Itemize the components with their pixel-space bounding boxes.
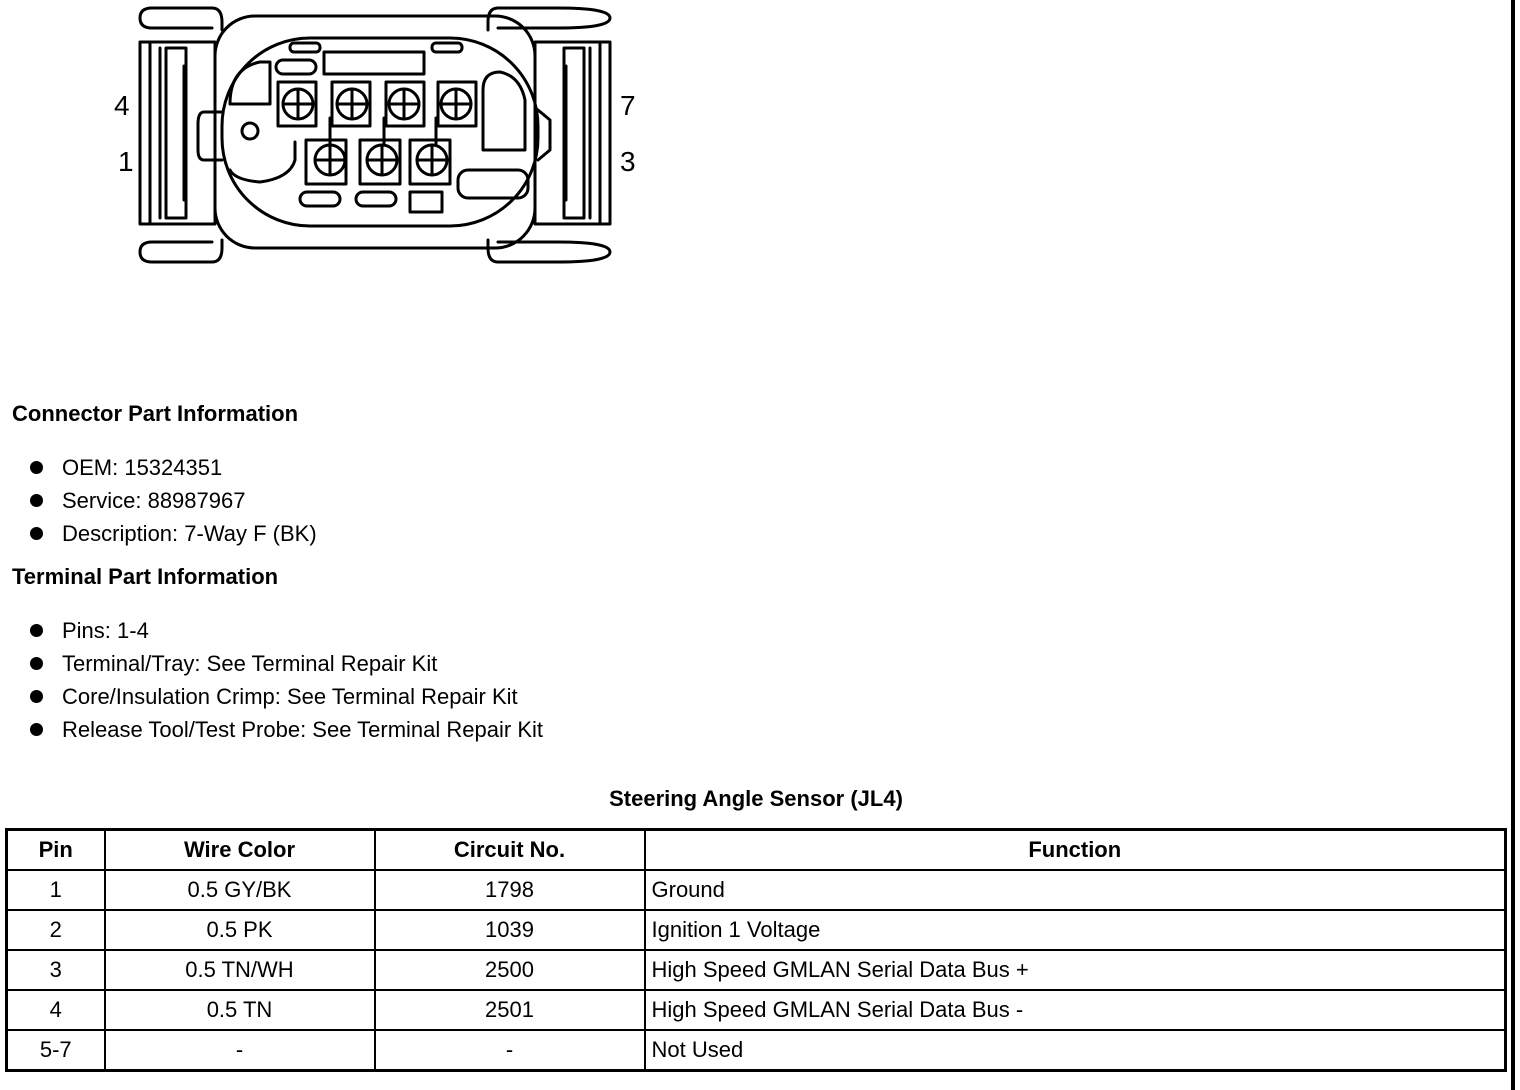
cell-wire-color: 0.5 PK bbox=[103, 909, 376, 951]
pinout-table: Pin Wire Color Circuit No. Function 1 0.… bbox=[5, 828, 1507, 1072]
cell-function: High Speed GMLAN Serial Data Bus + bbox=[643, 949, 1507, 991]
cell-wire-color: - bbox=[103, 1029, 376, 1072]
table-header-row: Pin Wire Color Circuit No. Function bbox=[5, 828, 1507, 871]
table-row: 5-7 - - Not Used bbox=[5, 1029, 1507, 1072]
connector-face-drawing bbox=[138, 6, 612, 264]
cell-function: High Speed GMLAN Serial Data Bus - bbox=[643, 989, 1507, 1031]
cell-circuit-no: 1798 bbox=[373, 869, 646, 911]
bullet-icon bbox=[30, 461, 43, 474]
list-item: Terminal/Tray: See Terminal Repair Kit bbox=[30, 647, 543, 680]
cell-wire-color: 0.5 GY/BK bbox=[103, 869, 376, 911]
cell-wire-color: 0.5 TN bbox=[103, 989, 376, 1031]
cell-function: Not Used bbox=[643, 1029, 1507, 1072]
terminal-part-info-list: Pins: 1-4 Terminal/Tray: See Terminal Re… bbox=[30, 614, 543, 746]
cell-pin: 2 bbox=[5, 909, 106, 951]
table-row: 2 0.5 PK 1039 Ignition 1 Voltage bbox=[5, 909, 1507, 951]
table-row: 3 0.5 TN/WH 2500 High Speed GMLAN Serial… bbox=[5, 949, 1507, 991]
pin-label-7: 7 bbox=[620, 90, 636, 121]
table-row: 4 0.5 TN 2501 High Speed GMLAN Serial Da… bbox=[5, 989, 1507, 1031]
list-item: OEM: 15324351 bbox=[30, 451, 317, 484]
column-header-function: Function bbox=[643, 828, 1507, 871]
cell-circuit-no: 2500 bbox=[373, 949, 646, 991]
cell-circuit-no: 2501 bbox=[373, 989, 646, 1031]
cell-pin: 3 bbox=[5, 949, 106, 991]
cell-function: Ignition 1 Voltage bbox=[643, 909, 1507, 951]
top-terminals bbox=[281, 87, 473, 121]
list-item: Description: 7-Way F (BK) bbox=[30, 517, 317, 550]
cell-circuit-no: - bbox=[373, 1029, 646, 1072]
terminal-part-information-heading: Terminal Part Information bbox=[12, 564, 279, 589]
bullet-icon bbox=[30, 723, 43, 736]
cell-function: Ground bbox=[643, 869, 1507, 911]
column-header-pin: Pin bbox=[5, 828, 106, 871]
list-item: Pins: 1-4 bbox=[30, 614, 543, 647]
pin-label-1: 1 bbox=[118, 146, 134, 177]
list-item: Release Tool/Test Probe: See Terminal Re… bbox=[30, 713, 543, 746]
page-right-border bbox=[1511, 0, 1515, 1090]
pin-label-3: 3 bbox=[620, 146, 636, 177]
list-item: Core/Insulation Crimp: See Terminal Repa… bbox=[30, 680, 543, 713]
connector-part-information-heading: Connector Part Information bbox=[12, 401, 299, 426]
cell-pin: 5-7 bbox=[5, 1029, 106, 1072]
connector-part-info-list: OEM: 15324351 Service: 88987967 Descript… bbox=[30, 451, 317, 550]
cell-wire-color: 0.5 TN/WH bbox=[103, 949, 376, 991]
table-title: Steering Angle Sensor (JL4) bbox=[609, 786, 903, 811]
cell-pin: 1 bbox=[5, 869, 106, 911]
connector-diagram: 4 1 7 3 bbox=[100, 0, 660, 275]
column-header-circuit-no: Circuit No. bbox=[373, 828, 646, 871]
bullet-icon bbox=[30, 690, 43, 703]
cell-pin: 4 bbox=[5, 989, 106, 1031]
cell-circuit-no: 1039 bbox=[373, 909, 646, 951]
pin-label-4: 4 bbox=[114, 90, 130, 121]
bullet-icon bbox=[30, 494, 43, 507]
column-header-wire-color: Wire Color bbox=[103, 828, 376, 871]
bullet-icon bbox=[30, 657, 43, 670]
list-item: Service: 88987967 bbox=[30, 484, 317, 517]
bullet-icon bbox=[30, 527, 43, 540]
table-row: 1 0.5 GY/BK 1798 Ground bbox=[5, 869, 1507, 911]
bottom-terminals bbox=[313, 143, 449, 177]
bullet-icon bbox=[30, 624, 43, 637]
